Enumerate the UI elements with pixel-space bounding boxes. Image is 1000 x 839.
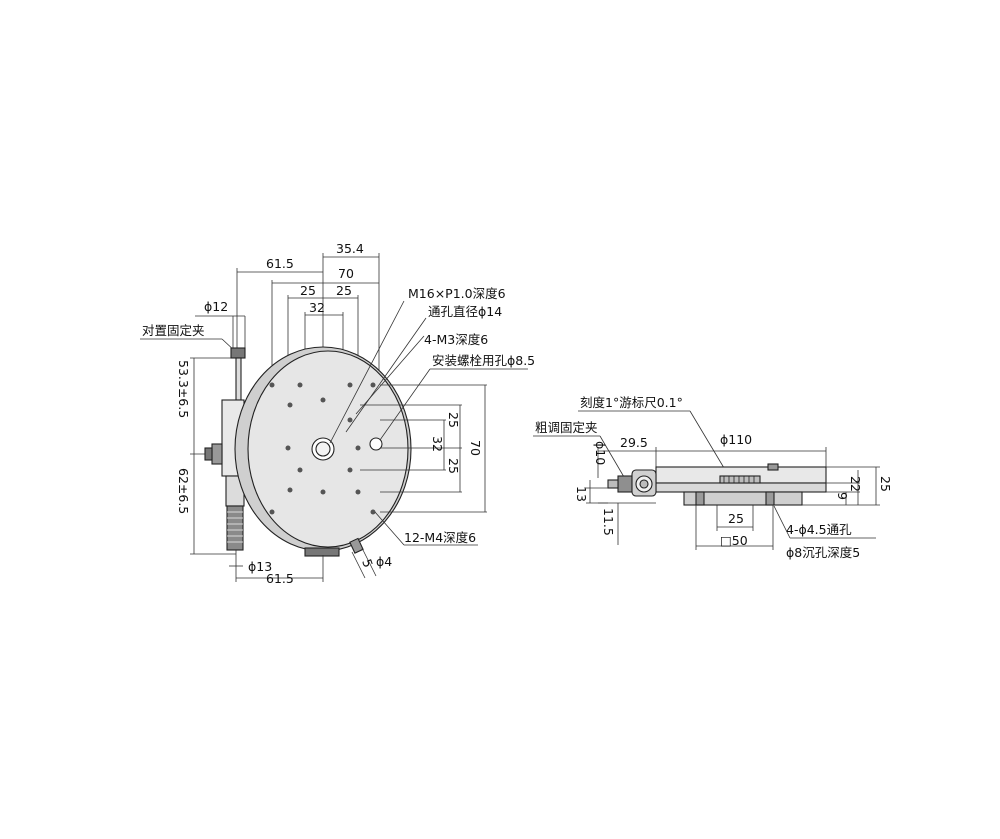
callout-m4-tapped: 12-M4深度6 bbox=[404, 530, 476, 545]
rotary-plate bbox=[234, 346, 412, 557]
dim-61-5-bottom: 61.5 bbox=[266, 571, 294, 586]
dim-phi13: ϕ13 bbox=[248, 559, 272, 574]
dim-25-top-right: 25 bbox=[336, 283, 352, 298]
dim-phi110: ϕ110 bbox=[720, 432, 752, 447]
label-opposed-clamp: 对置固定夹 bbox=[142, 323, 205, 338]
dim-32-top: 32 bbox=[309, 300, 325, 315]
dim-phi10: ϕ10 bbox=[593, 441, 608, 465]
dim-35-4: 35.4 bbox=[336, 241, 364, 256]
dim-25-top-left: 25 bbox=[300, 283, 316, 298]
dim-5: 5 bbox=[359, 557, 376, 570]
callout-m16-thread: M16×P1.0深度6 bbox=[408, 286, 506, 301]
label-scale-vernier: 刻度1°游标尺0.1° bbox=[580, 395, 683, 410]
dim-32-right: 32 bbox=[430, 436, 445, 452]
callout-through-hole-14: 通孔直径ϕ14 bbox=[428, 304, 502, 319]
dim-70-right: 70 bbox=[468, 440, 483, 456]
dim-phi12: ϕ12 bbox=[204, 299, 228, 314]
dim-25-right-upper: 25 bbox=[446, 412, 461, 428]
dim-phi4: ϕ4 bbox=[376, 554, 392, 569]
dim-70-top: 70 bbox=[338, 266, 354, 281]
front-view: 61.5 35.4 70 25 25 32 ϕ12 对置固定夹 53.3±6.5… bbox=[140, 241, 535, 586]
dim-29-5: 29.5 bbox=[620, 435, 648, 450]
callout-leaders bbox=[329, 300, 528, 546]
dim-11-5: 11.5 bbox=[601, 508, 616, 536]
callout-through-holes: 4-ϕ4.5通孔 bbox=[786, 522, 852, 537]
dim-25-right: 25 bbox=[878, 476, 893, 492]
dim-62: 62±6.5 bbox=[176, 468, 191, 514]
callout-counterbore: ϕ8沉孔深度5 bbox=[786, 545, 860, 560]
callout-m3-tapped: 4-M3深度6 bbox=[424, 332, 488, 347]
callout-mounting-hole: 安装螺栓用孔ϕ8.5 bbox=[432, 353, 535, 368]
dim-25-bottom: 25 bbox=[728, 511, 744, 526]
m4-tapped-holes bbox=[269, 382, 376, 515]
dim-25-right-lower: 25 bbox=[446, 458, 461, 474]
dim-13: 13 bbox=[574, 486, 589, 502]
label-coarse-clamp: 粗调固定夹 bbox=[535, 420, 598, 435]
dim-53-3: 53.3±6.5 bbox=[176, 360, 191, 418]
right-dimension-lines bbox=[360, 384, 487, 513]
dim-9: 9 bbox=[835, 492, 850, 500]
dim-22: 22 bbox=[848, 476, 863, 492]
stage-side-body bbox=[607, 463, 827, 506]
dim-box-50: □50 bbox=[720, 533, 748, 548]
dim-61-5-top: 61.5 bbox=[266, 256, 294, 271]
side-view: 刻度1°游标尺0.1° 粗调固定夹 29.5 ϕ110 ϕ10 bbox=[533, 395, 893, 560]
